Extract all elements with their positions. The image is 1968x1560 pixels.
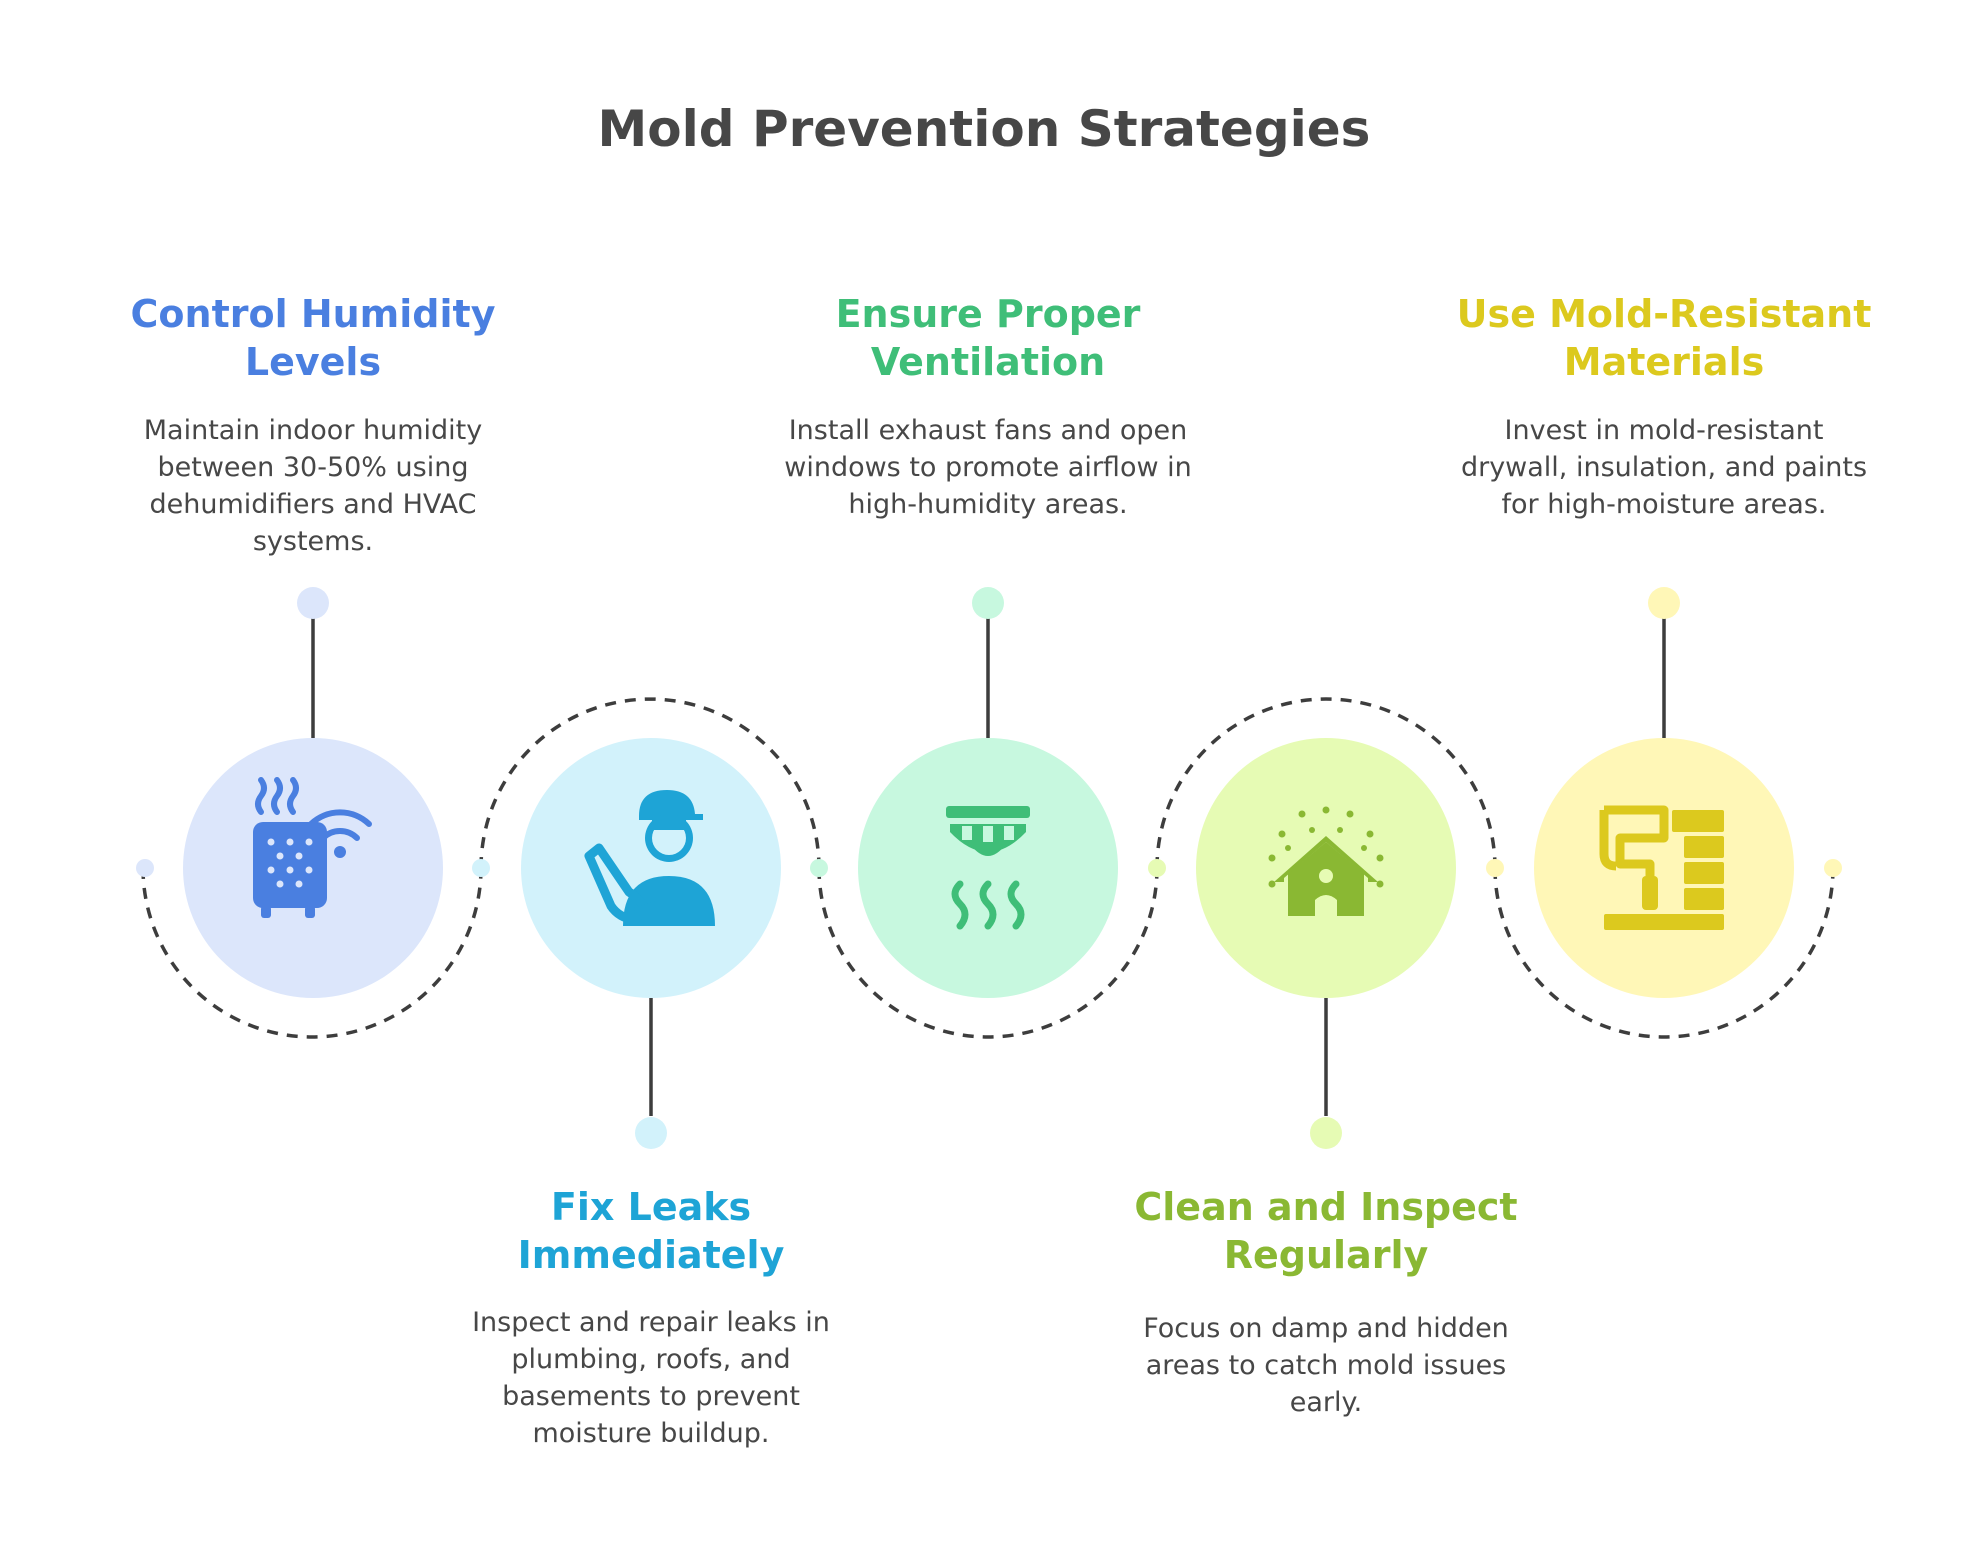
junction-dot-6 [1824,859,1842,877]
dehumidifier-wifi-icon [253,777,372,918]
stem-end-dot-1 [297,587,329,619]
plumber-repair-icon [584,790,715,926]
step-heading-line: Use Mold-Resistant [1456,292,1872,336]
exhaust-vent-icon [946,806,1030,930]
step-circle-2 [521,738,781,998]
connector-arc-4 [1155,697,1497,869]
step-heading-ventilation: Ensure Proper Ventilation [768,290,1208,386]
connector-arc-5 [1493,867,1835,1039]
junction-dot-4 [1148,859,1166,877]
step-heading-line: Fix Leaks [550,1185,752,1229]
step-heading-line: Immediately [517,1233,785,1277]
step-description-ventilation: Install exhaust fans and open windows to… [784,415,1192,520]
stem-end-dot-3 [972,587,1004,619]
connector-arc-3 [817,867,1159,1039]
connector-arc-2 [479,697,821,869]
stem-end-dot-2 [635,1117,667,1149]
junction-dot-3 [810,859,828,877]
step-heading-line: Ventilation [870,340,1106,384]
step-heading-line: Materials [1563,340,1765,384]
step-description-control-humidity: Maintain indoor humidity between 30-50% … [143,415,483,557]
step-heading-line: Ensure Proper [835,292,1141,336]
step-circle-5 [1534,738,1794,998]
junction-dot-2 [472,859,490,877]
junction-dot-5 [1486,859,1504,877]
step-heading-line: Control Humidity [130,292,496,336]
dashed-connector-path [141,697,1835,1039]
connector-arc-1 [141,867,483,1039]
paint-brick-wall-icon [1599,805,1724,930]
junction-dot-1 [136,859,154,877]
step-heading-mold-resistant: Use Mold-Resistant Materials [1444,290,1884,386]
step-description-mold-resistant: Invest in mold-resistant drywall, insula… [1460,415,1868,520]
stem-end-dot-5 [1648,587,1680,619]
step-circle-3 [858,738,1118,998]
step-heading-line: Regularly [1223,1233,1429,1277]
step-description-fix-leaks: Inspect and repair leaks in plumbing, ro… [472,1307,830,1449]
step-heading-clean-inspect: Clean and Inspect Regularly [1106,1183,1546,1279]
page-title: Mold Prevention Strategies [597,100,1371,158]
stem-end-dot-4 [1310,1117,1342,1149]
step-heading-control-humidity: Control Humidity Levels [93,290,533,386]
step-heading-line: Clean and Inspect [1134,1185,1518,1229]
step-heading-line: Levels [244,340,382,384]
clean-house-icon [1268,806,1384,916]
step-description-clean-inspect: Focus on damp and hidden areas to catch … [1143,1313,1509,1418]
step-heading-fix-leaks: Fix Leaks Immediately [431,1183,871,1279]
